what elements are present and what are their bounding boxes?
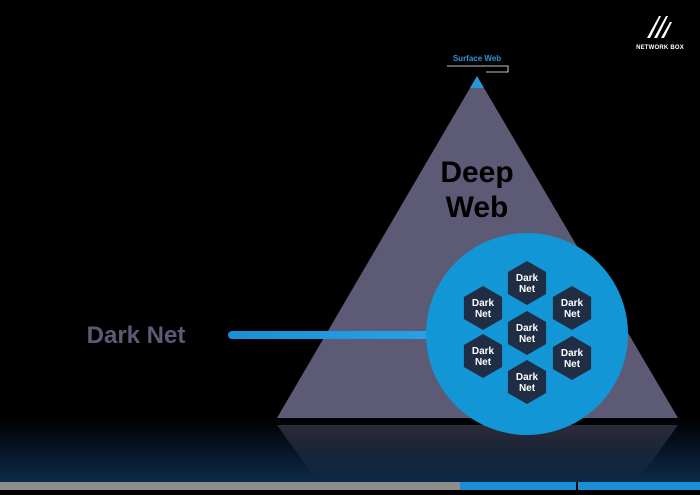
- surface-web-tip: [470, 76, 484, 88]
- footer-bar-gap: [576, 482, 578, 490]
- hexagon-label-line1: Dark: [561, 298, 584, 309]
- hexagon-shape: [507, 261, 547, 305]
- hexagon-label-line1: Dark: [516, 372, 539, 383]
- network-box-logo-icon: [647, 16, 672, 38]
- network-box-logo: NETWORK BOX: [634, 14, 686, 51]
- hexagon-shape: [552, 286, 592, 330]
- footer-bar-gray: [0, 482, 460, 490]
- hexagon-label-line2: Net: [519, 284, 536, 295]
- hexagon-label-line2: Net: [475, 357, 492, 368]
- surface-web-label: Surface Web: [453, 54, 501, 63]
- dark-net-connector-line: [228, 331, 458, 339]
- hexagon-label-line2: Net: [475, 309, 492, 320]
- surface-web-bracket: [447, 65, 509, 73]
- hexagon-label-line2: Net: [564, 359, 581, 370]
- dark-net-hexagons: DarkNetDarkNetDarkNetDarkNetDarkNetDarkN…: [463, 261, 592, 404]
- hexagon-label-line2: Net: [519, 383, 536, 394]
- dark-net-label: Dark Net: [87, 322, 186, 349]
- hexagon-label-line1: Dark: [561, 348, 584, 359]
- hexagon-label-line1: Dark: [516, 273, 539, 284]
- deep-web-label-line2: Web: [446, 191, 509, 224]
- hexagon-label-line2: Net: [564, 309, 581, 320]
- pyramid-reflection: [277, 425, 678, 478]
- hexagon-shape: [463, 286, 503, 330]
- logo-text: NETWORK BOX: [636, 45, 684, 51]
- hexagon-shape: [463, 334, 503, 378]
- hexagon-label-line1: Dark: [472, 298, 495, 309]
- hexagon-shape: [552, 336, 592, 380]
- deep-web-label-line1: Deep: [440, 156, 513, 189]
- hexagon-label-line1: Dark: [516, 323, 539, 334]
- footer-bar-blue: [460, 482, 700, 490]
- hexagon-label-line1: Dark: [472, 346, 495, 357]
- hexagon-label-line2: Net: [519, 334, 536, 345]
- hexagon-shape: [507, 360, 547, 404]
- hexagon-shape: [507, 311, 547, 355]
